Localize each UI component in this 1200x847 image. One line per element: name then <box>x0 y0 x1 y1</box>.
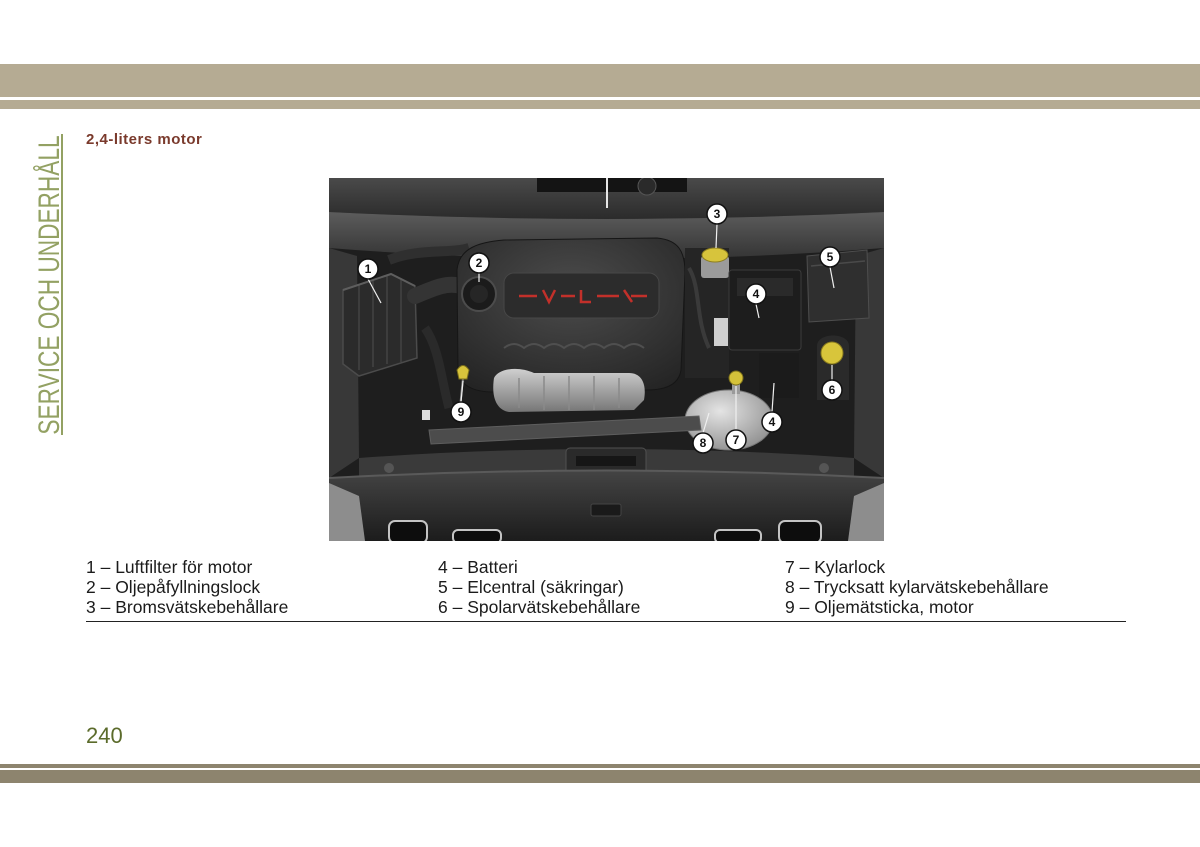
grille-slot <box>388 520 428 541</box>
air-filter-box <box>342 273 418 377</box>
callout-circle <box>468 252 490 274</box>
callout-label: 4 <box>769 415 776 429</box>
leader-line <box>367 278 382 304</box>
callout-label: 2 <box>476 256 483 270</box>
intake-runners <box>518 376 620 410</box>
air-filter-lid-edge <box>342 272 416 291</box>
legend-item: 3 – Bromsvätskebehållare <box>86 597 289 617</box>
leader-line <box>829 266 835 289</box>
engine-cover-ribs <box>503 343 645 350</box>
grille-slot <box>714 529 762 541</box>
radiator-support-bar <box>428 415 702 445</box>
wiring-harness <box>687 266 711 349</box>
grille-slot <box>452 529 502 541</box>
callout-leader-lines <box>367 223 835 434</box>
legend-item: 6 – Spolarvätskebehållare <box>438 597 641 617</box>
callout-label: 4 <box>753 287 760 301</box>
leader-line <box>715 223 718 249</box>
washer-fluid-cap <box>820 341 844 365</box>
coolant-cap <box>728 370 744 386</box>
callout-4-tray: 4 <box>761 411 783 433</box>
callout-label: 3 <box>714 207 721 221</box>
callout-circle <box>357 258 379 280</box>
callout-label: 8 <box>700 436 707 450</box>
footer-band <box>0 770 1200 783</box>
brake-fluid-reservoir <box>701 256 729 278</box>
callout-circle <box>706 203 728 225</box>
oil-filler-cap-center <box>470 285 488 303</box>
legend-item: 8 – Trycksatt kylarvätskebehållare <box>785 577 1049 597</box>
legend-column-3: 7 – Kylarlock 8 – Trycksatt kylarvätskeb… <box>785 557 1049 617</box>
engine-bay-figure: 1 2 3 4 5 6 7 8 9 4 <box>329 178 884 541</box>
footer-band-thin <box>0 764 1200 768</box>
hood-latch-slot <box>576 456 636 466</box>
callout-circle <box>761 411 783 433</box>
hood-bumper-left <box>384 463 394 473</box>
page-heading: 2,4-liters motor <box>86 131 203 148</box>
side-hose <box>421 325 454 410</box>
legend-column-2: 4 – Batteri 5 – Elcentral (säkringar) 6 … <box>438 557 640 617</box>
legend-divider <box>86 621 1126 622</box>
hood-release-handle <box>590 503 622 517</box>
header-band <box>0 64 1200 97</box>
callout-circle <box>450 401 472 423</box>
callout-circle <box>819 246 841 268</box>
legend-item: 2 – Oljepåfyllningslock <box>86 577 261 597</box>
brake-fluid-cap <box>701 247 729 263</box>
callout-circle <box>745 283 767 305</box>
callout-9: 9 <box>450 401 472 423</box>
callout-4-battery: 4 <box>745 283 767 305</box>
hood-bumper-right <box>819 463 829 473</box>
wiper-pivot <box>637 178 657 196</box>
label-tag <box>422 410 430 420</box>
leader-line <box>702 412 710 434</box>
grille-slot <box>778 520 822 541</box>
callout-3: 3 <box>706 203 728 225</box>
battery-tray <box>759 353 799 398</box>
electrical-connector <box>714 318 728 346</box>
air-filter-ribs <box>358 276 402 370</box>
callout-5: 5 <box>819 246 841 268</box>
side-title-underline <box>61 134 63 435</box>
oil-dipstick-handle <box>456 365 470 380</box>
callout-label: 6 <box>829 383 836 397</box>
legend-item: 7 – Kylarlock <box>785 557 886 577</box>
left-headlight <box>329 483 365 541</box>
engine-cover-red-lettering <box>519 289 647 305</box>
callout-1: 1 <box>357 258 379 280</box>
legend-item: 1 – Luftfilter för motor <box>86 557 253 577</box>
callout-label: 9 <box>458 405 465 419</box>
legend-item: 5 – Elcentral (säkringar) <box>438 577 624 597</box>
legend-item: 9 – Oljemätsticka, motor <box>785 597 974 617</box>
callout-circle <box>821 379 843 401</box>
cowl-vent <box>537 178 687 192</box>
leader-line <box>460 380 464 403</box>
header-band-thin <box>0 100 1200 109</box>
fuse-box <box>806 249 870 323</box>
callout-label: 5 <box>827 250 834 264</box>
legend-column-1: 1 – Luftfilter för motor 2 – Oljepåfylln… <box>86 557 288 617</box>
right-headlight <box>848 483 884 541</box>
callout-label: 1 <box>365 262 372 276</box>
legend-item: 4 – Batteri <box>438 557 518 577</box>
leader-line <box>771 382 775 413</box>
front-fascia-edge <box>329 469 884 479</box>
callout-8: 8 <box>692 432 714 454</box>
callout-circle <box>692 432 714 454</box>
upper-hose <box>387 243 471 265</box>
page-number: 240 <box>86 723 123 748</box>
callout-7: 7 <box>725 429 747 451</box>
callout-label: 7 <box>733 433 740 447</box>
callout-circle <box>725 429 747 451</box>
callout-2: 2 <box>468 252 490 274</box>
leader-line <box>755 303 760 319</box>
callout-6: 6 <box>821 379 843 401</box>
